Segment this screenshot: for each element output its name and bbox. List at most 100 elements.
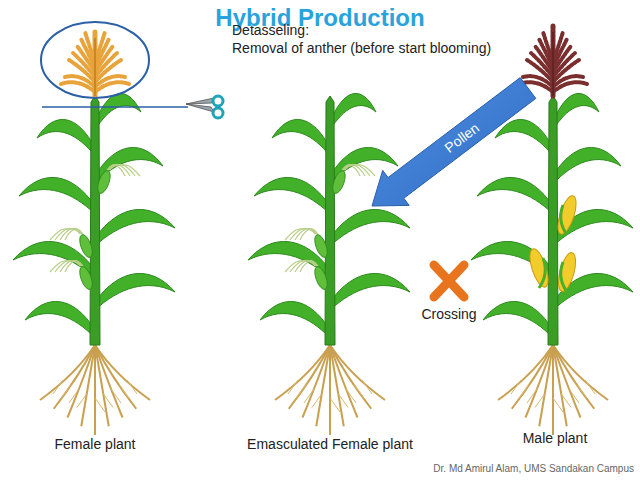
step-note: Removal of anther (before start blooming… bbox=[232, 40, 491, 57]
female-corn-plant bbox=[13, 32, 175, 435]
root-hair bbox=[346, 389, 356, 403]
root-hair bbox=[577, 385, 587, 399]
stem bbox=[325, 96, 335, 345]
leaf bbox=[553, 147, 621, 184]
leaf bbox=[330, 273, 410, 310]
leaf bbox=[19, 177, 95, 214]
root bbox=[94, 345, 96, 435]
ear-husk bbox=[95, 169, 113, 195]
root-hair bbox=[288, 380, 298, 394]
silk bbox=[109, 165, 135, 176]
root-hair bbox=[111, 389, 121, 403]
ear-husk bbox=[330, 169, 348, 195]
leaf bbox=[495, 119, 553, 156]
leaf bbox=[254, 177, 330, 214]
root-hair bbox=[511, 380, 521, 394]
silk bbox=[290, 229, 316, 240]
stem bbox=[548, 96, 558, 345]
root bbox=[68, 345, 96, 418]
leaf bbox=[260, 301, 330, 338]
silk bbox=[50, 261, 80, 272]
ear-husk bbox=[312, 265, 330, 291]
root-hair bbox=[527, 389, 537, 403]
leaf bbox=[95, 93, 141, 130]
credit-note: Dr. Md Amirul Alam, UMS Sandakan Campus bbox=[433, 463, 634, 475]
silk bbox=[285, 261, 315, 272]
silk bbox=[295, 229, 317, 240]
leaf bbox=[37, 119, 95, 156]
root-hair bbox=[535, 394, 545, 408]
root bbox=[303, 345, 331, 418]
cut-line bbox=[42, 106, 188, 108]
tassel-branch bbox=[95, 32, 105, 62]
ear-husk bbox=[77, 265, 95, 291]
silk bbox=[285, 229, 315, 240]
scissors-icon bbox=[186, 96, 223, 118]
root bbox=[552, 345, 554, 435]
root bbox=[316, 345, 330, 426]
pollen-arrow bbox=[372, 78, 536, 206]
root-hair bbox=[304, 389, 314, 403]
tassel-circle bbox=[41, 22, 149, 98]
leaf bbox=[483, 301, 553, 338]
plant-label: Emasculated Female plant bbox=[247, 436, 413, 453]
root-hair bbox=[119, 385, 129, 399]
leaf bbox=[553, 93, 599, 130]
cross-label: Crossing bbox=[421, 306, 476, 323]
leaf bbox=[477, 177, 553, 214]
root bbox=[95, 345, 123, 418]
root bbox=[330, 345, 358, 418]
leaf bbox=[95, 273, 175, 310]
root-hair bbox=[127, 380, 137, 394]
tassel-branch bbox=[553, 32, 563, 62]
leaf bbox=[330, 209, 410, 246]
tassel-branch bbox=[543, 32, 553, 62]
root bbox=[95, 345, 150, 400]
root bbox=[329, 345, 331, 435]
tassel-branch bbox=[85, 32, 95, 62]
emasculated-corn-plant bbox=[248, 93, 410, 435]
plant-label: Female plant bbox=[55, 436, 136, 453]
tassel-axis bbox=[95, 38, 96, 96]
root-hair bbox=[519, 385, 529, 399]
plant-label: Male plant bbox=[523, 430, 588, 447]
silk bbox=[55, 261, 81, 272]
root-hair bbox=[69, 389, 79, 403]
silk bbox=[344, 165, 370, 176]
root-hair bbox=[312, 394, 322, 408]
leaf bbox=[272, 119, 330, 156]
root-hair bbox=[362, 380, 372, 394]
leaf bbox=[330, 93, 376, 130]
silk bbox=[108, 165, 130, 176]
corn-ear bbox=[554, 194, 580, 236]
ear-husk bbox=[312, 233, 330, 259]
root-hair bbox=[561, 394, 571, 408]
root-hair bbox=[61, 385, 71, 399]
tassel-axis bbox=[553, 32, 554, 96]
silk bbox=[60, 261, 82, 272]
root-hair bbox=[354, 385, 364, 399]
silk bbox=[110, 165, 140, 176]
stem bbox=[90, 96, 100, 345]
root bbox=[553, 345, 581, 418]
root-hair bbox=[77, 394, 87, 408]
husk-leaf bbox=[561, 262, 567, 292]
leaf bbox=[25, 301, 95, 338]
husk-leaf bbox=[561, 205, 567, 235]
silk bbox=[290, 261, 316, 272]
silk bbox=[295, 261, 317, 272]
corn-plants bbox=[13, 26, 633, 435]
root-hair bbox=[296, 385, 306, 399]
husk-leaf bbox=[539, 258, 545, 288]
silk bbox=[345, 165, 375, 176]
root-hair bbox=[569, 389, 579, 403]
silk bbox=[60, 229, 82, 240]
silk bbox=[50, 229, 80, 240]
root bbox=[81, 345, 95, 426]
root bbox=[553, 345, 608, 400]
leaf bbox=[95, 209, 175, 246]
root bbox=[330, 345, 385, 400]
male-corn-plant bbox=[471, 26, 633, 435]
step-heading: Detasseling: bbox=[232, 22, 309, 39]
